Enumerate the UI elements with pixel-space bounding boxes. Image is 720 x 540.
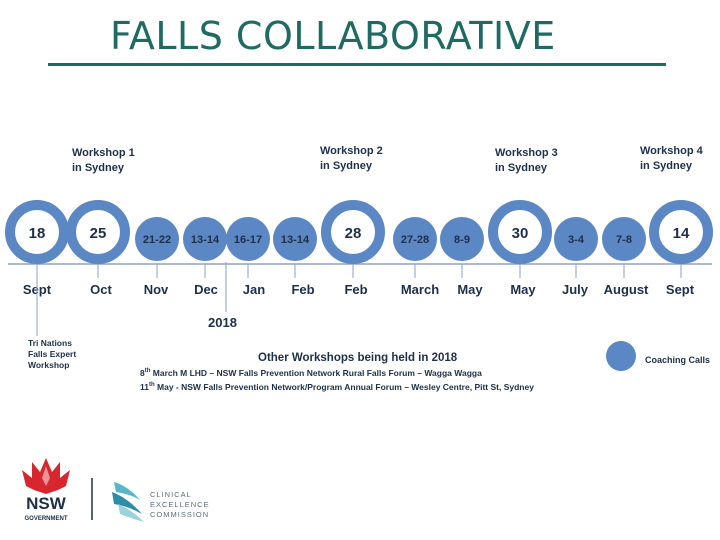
coaching-call-dot	[440, 217, 484, 261]
coaching-call-dot	[393, 217, 437, 261]
event-day-label: 28	[345, 225, 362, 242]
coaching-call-dot	[554, 217, 598, 261]
event-month-label: July	[562, 282, 589, 297]
event-month-label: Nov	[144, 282, 169, 297]
event-month-label: Sept	[666, 282, 695, 297]
event-month-label: May	[510, 282, 536, 297]
coaching-call-dot	[135, 217, 179, 261]
page-title: FALLS COLLABORATIVE	[110, 14, 556, 58]
workshop-ring	[488, 200, 552, 264]
title-underline	[48, 63, 666, 66]
workshop-2-label: Workshop 2 in Sydney	[320, 145, 383, 172]
cec-line-3: COMMISSION	[150, 510, 209, 519]
legend-label: Coaching Calls	[645, 355, 711, 365]
event-day-label: 16-17	[234, 234, 262, 246]
tri-nations-note: Tri Nations Falls Expert Workshop	[28, 338, 77, 370]
cec-line-1: CLINICAL	[150, 490, 192, 499]
nsw-waratah-logo	[22, 458, 70, 494]
workshop-1-label: Workshop 1 in Sydney	[72, 147, 135, 174]
workshop-ring	[5, 200, 69, 264]
event-month-label: August	[604, 282, 649, 297]
workshop-ring	[649, 200, 713, 264]
workshop-4-label: Workshop 4 in Sydney	[640, 145, 703, 172]
event-day-label: 25	[90, 225, 107, 242]
event-day-label: 30	[512, 225, 529, 242]
event-day-label: 3-4	[568, 234, 585, 246]
other-workshop-line-1: 8th March M LHD – NSW Falls Prevention N…	[140, 368, 482, 378]
workshop-3-label: Workshop 3 in Sydney	[495, 147, 558, 174]
workshop-ring	[321, 200, 385, 264]
event-day-label: 14	[673, 225, 690, 242]
other-workshop-line-2: 11th May - NSW Falls Prevention Network/…	[140, 382, 534, 392]
event-month-label: Feb	[291, 282, 314, 297]
event-day-label: 8-9	[454, 234, 470, 246]
year-marker-label: 2018	[208, 315, 237, 330]
nsw-logo-text: NSW	[26, 494, 67, 513]
other-workshops-heading: Other Workshops being held in 2018	[258, 352, 458, 364]
event-month-label: Dec	[194, 282, 218, 297]
event-month-label: Oct	[90, 282, 112, 297]
event-day-label: 18	[29, 225, 46, 242]
cec-logo-mark	[112, 482, 144, 522]
nsw-government-text: GOVERNMENT	[24, 516, 67, 522]
event-day-label: 27-28	[401, 234, 429, 246]
coaching-call-dot	[602, 217, 646, 261]
coaching-call-dot	[183, 217, 227, 261]
event-day-label: 21-22	[143, 234, 171, 246]
coaching-call-dot	[226, 217, 270, 261]
event-day-label: 7-8	[616, 234, 632, 246]
legend-swatch	[606, 341, 636, 371]
workshop-ring	[66, 200, 130, 264]
coaching-call-dot	[273, 217, 317, 261]
event-day-label: 13-14	[191, 234, 220, 246]
event-month-label: Feb	[344, 282, 367, 297]
event-month-label: May	[457, 282, 483, 297]
event-day-label: 13-14	[281, 234, 310, 246]
event-month-label: March	[401, 282, 439, 297]
event-month-label: Jan	[243, 282, 265, 297]
cec-line-2: EXCELLENCE	[150, 500, 210, 509]
